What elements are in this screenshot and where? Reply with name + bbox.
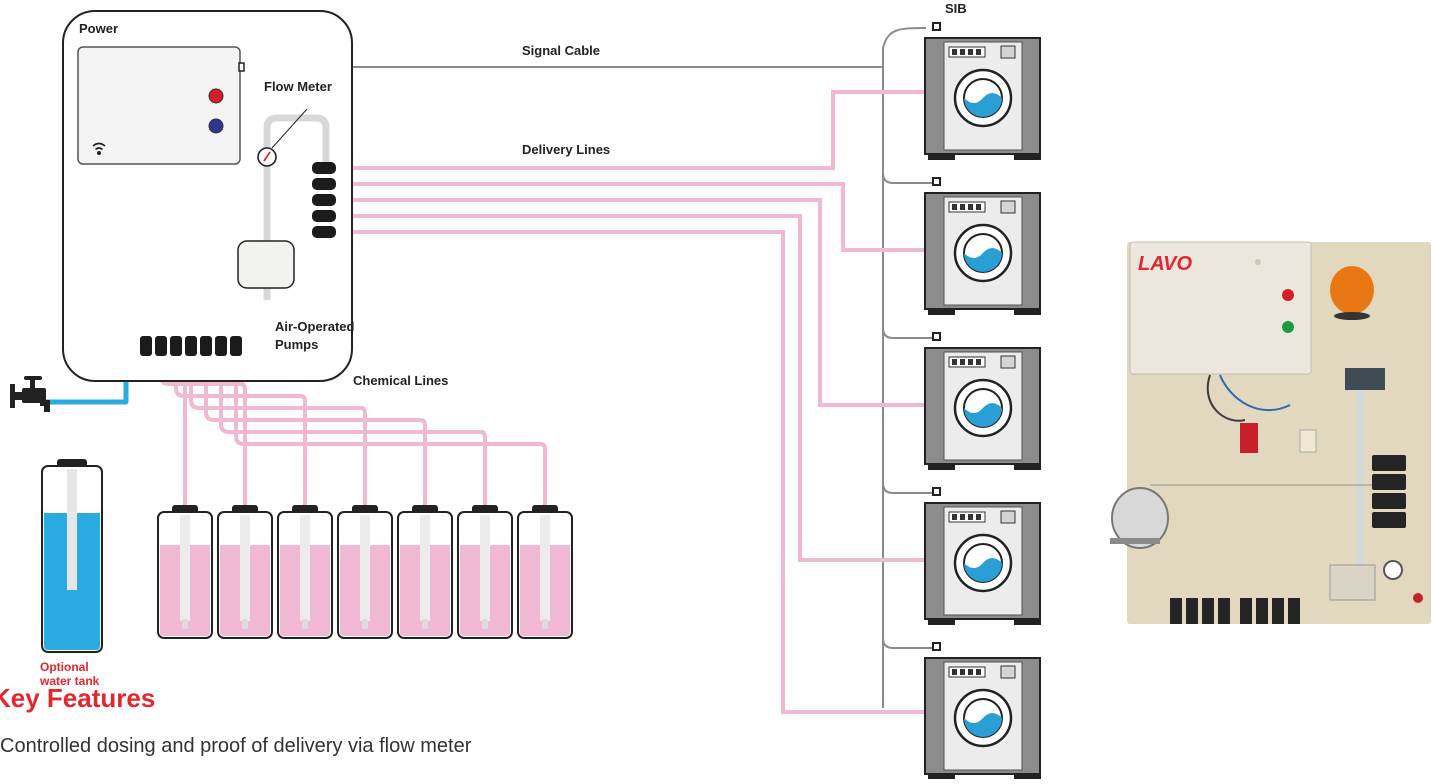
power-label: Power (79, 21, 119, 36)
chemical-inlet (185, 336, 197, 356)
outlet-connector (312, 194, 336, 206)
flow-meter-label: Flow Meter (264, 79, 332, 94)
unit-valve-row (1170, 598, 1300, 624)
chemical-inlet (140, 336, 152, 356)
chemical-containers (157, 505, 573, 639)
sib-box-icon (932, 487, 941, 496)
washing-machine (924, 177, 1041, 315)
feature-item: Controlled dosing and proof of delivery … (0, 735, 472, 757)
blue-indicator-light (208, 118, 224, 134)
washing-machine (924, 332, 1041, 470)
tank-label-line1: Optional (40, 660, 89, 674)
water-tap-icon (10, 376, 50, 412)
outlet-connector (312, 178, 336, 190)
flow-loop (263, 114, 330, 300)
chemical-line (219, 350, 487, 512)
delivery-line (330, 214, 928, 562)
chemical-container (397, 505, 453, 639)
chemical-inlets (140, 336, 242, 356)
delivery-lines-label: Delivery Lines (522, 142, 611, 157)
chemical-container (217, 505, 273, 639)
delivery-line (330, 230, 928, 714)
delivery-lines (330, 90, 928, 714)
water-tank (41, 459, 103, 653)
chemical-line (204, 350, 427, 512)
wifi-icon (92, 142, 106, 156)
outlet-connector (312, 162, 336, 174)
sib-branches (882, 172, 936, 649)
washing-machine (924, 642, 1041, 780)
control-panel (948, 511, 986, 523)
control-panel (948, 46, 986, 58)
chemical-lines-label: Chemical Lines (353, 373, 449, 388)
chemical-line (174, 350, 307, 512)
washing-machine (924, 22, 1041, 160)
chemical-container (277, 505, 333, 639)
signal-cable-label: Signal Cable (522, 43, 601, 58)
flow-meter-icon (257, 147, 277, 167)
delivery-line (330, 90, 928, 170)
sib-box-icon (932, 642, 941, 651)
chemical-inlet (155, 336, 167, 356)
svg-text:LAVO: LAVO (1138, 253, 1193, 275)
chemical-container (457, 505, 513, 639)
chemical-container (517, 505, 573, 639)
red-indicator-light (208, 88, 224, 104)
sib-box-icon (932, 22, 941, 31)
chemical-container (157, 505, 213, 639)
sib-label: SIB (945, 1, 967, 16)
chemical-line (189, 350, 367, 512)
chemical-inlet (230, 336, 242, 356)
delivery-outlets (312, 162, 336, 238)
chemical-inlet (215, 336, 227, 356)
lavo-unit-photo: LAVO (1110, 241, 1431, 624)
unit-valve-column (1372, 455, 1406, 528)
key-features-heading: Key Features (0, 683, 156, 713)
power-panel (77, 46, 241, 165)
washing-machine (924, 487, 1041, 625)
flow-meter-pointer (271, 108, 308, 149)
tank-label-line2: water tank (40, 674, 100, 688)
control-panel (948, 666, 986, 678)
delivery-line (330, 182, 928, 252)
chemical-inlet (170, 336, 182, 356)
signal-port (238, 62, 245, 72)
sib-box-icon (932, 177, 941, 186)
outlet-connector (312, 210, 336, 222)
sib-box-icon (932, 332, 941, 341)
control-panel (948, 201, 986, 213)
pumps-label-line2: Pumps (275, 337, 319, 352)
chemical-line (234, 350, 547, 512)
outlet-connector (312, 226, 336, 238)
pump-block (237, 240, 295, 289)
delivery-line (330, 198, 928, 407)
pumps-label-line1: Air-Operated (275, 319, 355, 334)
chemical-inlet (200, 336, 212, 356)
control-panel (948, 356, 986, 368)
washing-machines (924, 22, 1041, 780)
chemical-container (337, 505, 393, 639)
